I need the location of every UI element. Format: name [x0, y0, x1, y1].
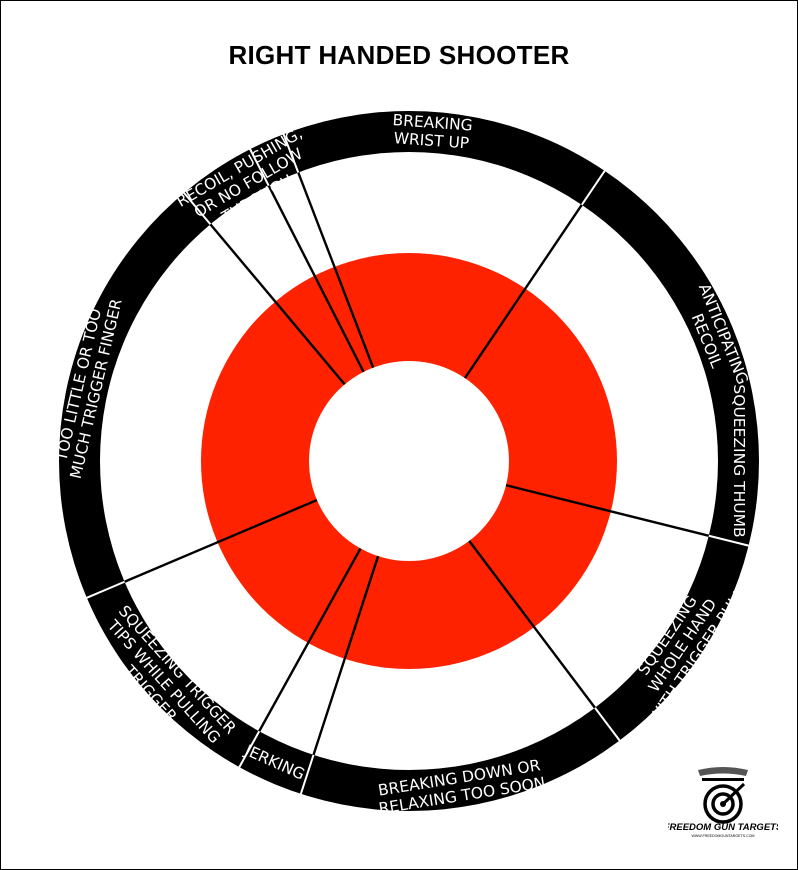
logo-bar — [702, 778, 744, 781]
segment-divider — [468, 540, 621, 742]
freedom-gun-targets-logo: FREEDOM GUN TARGETS WWW.FREEDOMGUNTARGET… — [668, 767, 778, 838]
ring-gap — [84, 580, 125, 600]
segment-divider — [505, 484, 749, 547]
segment-divider — [249, 148, 365, 373]
page-title: RIGHT HANDED SHOOTER — [228, 40, 570, 70]
ring-gap — [281, 132, 300, 173]
logo-target-outer — [703, 784, 743, 824]
logo-name: FREEDOM GUN TARGETS — [668, 822, 778, 833]
ring-gap — [248, 146, 270, 187]
logo-arrow — [721, 782, 746, 806]
ring-gap — [708, 534, 751, 548]
segment-divider — [299, 555, 380, 795]
segment-divider — [463, 170, 606, 379]
center-white-disc — [309, 361, 509, 561]
segment-divider — [238, 547, 362, 768]
logo-url: WWW.FREEDOMGUNTARGETS.COM — [691, 834, 754, 838]
segment-label-breaking-wrist-up: BREAKINGWRIST UP — [391, 111, 473, 153]
flag-banner-icon — [698, 767, 748, 776]
segment-label-line: SQUEEZING THUMB — [731, 384, 749, 537]
ring-gap — [299, 754, 315, 797]
ring-gap — [237, 730, 261, 770]
segment-label-squeezing-thumb: SQUEEZING THUMB — [731, 384, 749, 537]
ring-gap — [580, 168, 607, 206]
segment-divider — [282, 133, 375, 369]
segment-label-line: BREAKING — [392, 111, 473, 135]
segment-label-line: WRIST UP — [393, 129, 470, 152]
ring-gap — [594, 707, 622, 743]
segment-divider — [183, 192, 346, 386]
ring-gap — [181, 190, 212, 225]
logo-target-inner — [711, 792, 735, 816]
segment-dividers — [84, 132, 751, 797]
segment-divider — [86, 498, 318, 599]
